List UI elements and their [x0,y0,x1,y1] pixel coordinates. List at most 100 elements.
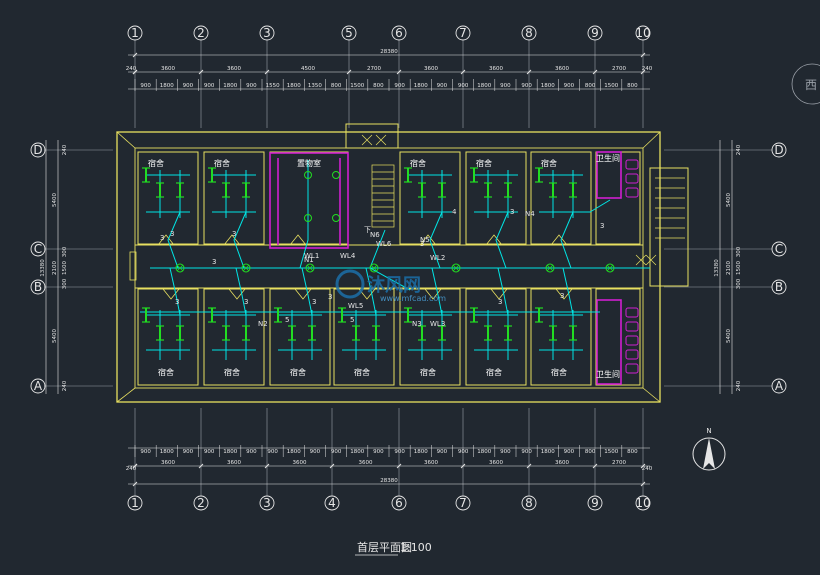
dim-bottom-row2: 900 [204,449,215,455]
axis-bubble-left [30,241,46,257]
axis-label-top: 2 [197,26,205,40]
room-label-toilet-bottom: 卫生间 [596,369,620,379]
wire-label: N3 [412,320,422,328]
axis-label-bottom: 4 [328,496,336,510]
dim-right-small: 300 [736,278,742,289]
dim-tick [132,481,138,487]
axis-bubble-bottom [391,495,407,511]
axis-bubble-left [30,378,46,394]
wire-count: 3 [420,240,424,248]
room-top [203,151,265,245]
dim-top-row2: 1350 [308,83,322,89]
dim-tick [592,463,598,469]
ceiling-lamp [175,263,185,273]
dim-tick [198,463,204,469]
dim-bottom-row2: 900 [183,449,194,455]
wire-label: WL4 [340,252,356,260]
north-arrow: N [692,427,726,471]
ceiling-lamp [605,263,615,273]
dim-bottom-row2: 900 [267,449,278,455]
wire-label: 下 [364,226,371,234]
room-bottom [465,288,527,386]
wire-count: 3 [510,208,514,216]
dim-top-row1: 3600 [555,66,569,72]
axis-bubble-right [771,378,787,394]
ceiling-lamp [451,263,461,273]
axis-label-left: A [34,379,43,393]
dim-top-row1: 3600 [161,66,175,72]
dim-top-row1: 2700 [367,66,381,72]
dim-tick [640,463,646,469]
wire-count: 3 [212,258,216,266]
axis-label-top: 8 [525,26,533,40]
watermark-text: 沐风网 [367,274,421,296]
axis-bubble-top [127,25,143,41]
wire-label: N6 [370,231,380,239]
room-label-bottom: 宿舍 [224,367,240,377]
toilet-fixture [625,363,639,374]
dim-bottom-row2: 1800 [223,449,237,455]
room-wire [169,267,181,316]
axis-label-top: 10 [635,26,650,40]
door-swing [223,234,241,246]
dim-tick [264,463,270,469]
dim-tick [132,69,138,75]
room-wire [365,267,377,316]
dim-top-row1: 3600 [424,66,438,72]
room-top [530,151,592,245]
axis-label-left: B [34,280,42,294]
dim-tick [396,69,402,75]
dim-top-row2: 900 [437,83,448,89]
room-bottom [137,288,199,386]
dim-top-row2: 1500 [604,83,618,89]
door-swing [162,288,180,300]
ceiling-lamp-x [452,264,460,272]
watermark-url: www.mfcad.com [380,294,446,303]
watermark: 沐风网 www.mfcad.com [335,269,446,303]
ceiling-lamp-x [242,264,250,272]
axis-bubble-left [30,279,46,295]
storage-wire [299,160,309,269]
dim-top-row1: 3600 [227,66,241,72]
axis-bubble-top [521,25,537,41]
dim-end-mark-top: 240 [642,66,653,72]
room-bottom [203,288,265,386]
corner-bubble [791,63,820,105]
dim-tick [592,69,598,75]
dim-bottom-row2: 900 [521,449,532,455]
dim-bottom-row2: 900 [331,449,342,455]
room-wire [497,267,509,316]
dim-left-small: 300 [62,246,68,257]
dim-top-row2: 900 [183,83,194,89]
wire-label: WL6 [376,240,392,248]
room-label-top: 宿舍 [410,158,426,168]
dim-tick [132,52,138,58]
rooms [137,151,641,386]
room-bottom [399,288,461,386]
dim-tick [346,69,352,75]
room-label-bottom: 宿舍 [486,367,502,377]
ceiling-lamp-x [306,264,314,272]
dim-end-mark-bottom: 240 [642,466,653,472]
axis-label-left: C [34,242,42,256]
ceiling-lamp-x [546,264,554,272]
dim-bottom-row2: 900 [373,449,384,455]
axis-bubble-right [771,279,787,295]
wire-label: WL3 [430,320,445,328]
dim-left: 2100 [52,261,58,275]
door-swing [485,234,503,246]
axis-bubble-right [771,142,787,158]
dim-top-row2: 900 [394,83,405,89]
dim-top-row2: 800 [331,83,342,89]
dim-top-row1: 2700 [612,66,626,72]
dim-bottom-row2: 800 [585,449,596,455]
dim-bottom-row2: 900 [394,449,405,455]
wire-count: 3 [560,292,564,300]
dim-end-mark-top: 240 [126,66,137,72]
dim-bottom-row2: 900 [564,449,575,455]
axis-label-right: D [774,143,783,157]
dim-bottom-total: 28380 [380,478,398,484]
dim-bottom-row2: 1800 [350,449,364,455]
